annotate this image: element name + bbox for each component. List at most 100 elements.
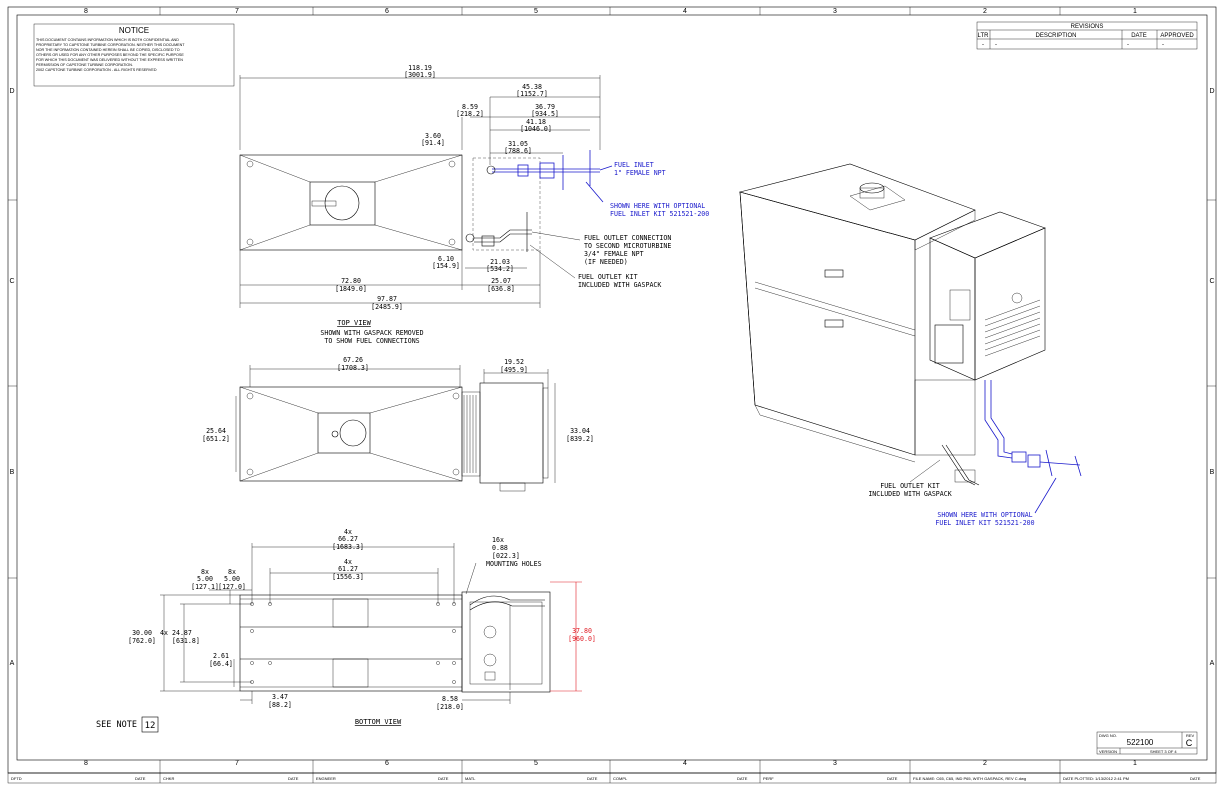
- zone-top-7: 7: [235, 8, 239, 15]
- zone-top-5: 5: [534, 8, 538, 15]
- zone-top-4: 4: [683, 8, 687, 15]
- bottom-view-dimension-lines: [160, 543, 511, 704]
- dim-inlet-offset: 45.38: [522, 83, 542, 91]
- dim-hole-edge-1-mm: [127.1]: [191, 583, 219, 591]
- notice-line: FOR WHICH THIS DOCUMENT WAS DELIVERED WI…: [36, 58, 183, 62]
- top-view: 118.19 [3001.9] 45.38 [1152.7] 8.59 [218…: [239, 64, 709, 345]
- dim-gaspack-width: 33.04: [570, 427, 590, 435]
- dim-gaspack-depth-mm: [495.9]: [500, 366, 528, 374]
- rev-cell: -: [995, 42, 997, 48]
- fuel-outlet-kit-label: INCLUDED WITH GASPACK: [578, 281, 661, 289]
- fuel-inlet-size: 1" FEMALE NPT: [614, 169, 666, 177]
- dim-body-width: 67.26: [343, 356, 363, 364]
- zone-right-a: A: [1210, 660, 1215, 667]
- footer-strip: DFTD DATE CHKR DATE ENGNEER DATE MATL DA…: [7, 772, 1217, 784]
- dim-qty: 4x: [344, 558, 352, 566]
- iso-optional-kit-number: FUEL INLET KIT 521521-200: [935, 519, 1034, 527]
- dim-gaspack-offset-mm: [218.0]: [436, 703, 464, 711]
- dim-outlet-x: 21.03: [490, 258, 510, 266]
- notice-line: THIS DOCUMENT CONTAINS INFORMATION WHICH…: [36, 38, 179, 42]
- dim-valve-offset-mm: [788.6]: [504, 147, 532, 155]
- gaspack-view-dimension-lines: [235, 365, 556, 483]
- see-note-label: SEE NOTE: [96, 720, 137, 730]
- top-view-exhaust-duct: [324, 185, 360, 221]
- dim-body-width-mm: [1708.3]: [337, 364, 369, 372]
- dim-hole-span-inner-mm: [1556.3]: [332, 573, 364, 581]
- dim-hole-row-span: 24.87: [172, 629, 192, 637]
- dim-inlet-y: 8.59: [462, 103, 478, 111]
- dim-hole-row-span-mm: [631.8]: [172, 637, 200, 645]
- zone-right-b: B: [1210, 469, 1215, 476]
- fuel-outlet-connection-label: (IF NEEDED): [584, 258, 628, 266]
- rev-label: REV: [1186, 733, 1195, 738]
- dim-inlet-run-mm: [934.5]: [531, 110, 559, 118]
- dim-gaspack-offset: 8.58: [442, 695, 458, 703]
- zone-bottom-1: 1: [1133, 760, 1137, 767]
- zone-bottom-6: 6: [385, 760, 389, 767]
- dim-outlet-x-mm: [534.2]: [486, 265, 514, 273]
- dim-hole-edge-1: 5.00: [197, 575, 213, 583]
- revisions-table: REVISIONS LTR DESCRIPTION DATE APPROVED …: [976, 21, 1198, 50]
- iso-fuel-outlet-kit-label: INCLUDED WITH GASPACK: [868, 490, 951, 498]
- sheet-border: 8 7 6 5 4 3 2 1 8 7 6 5 4 3 2 1 D C B A …: [7, 6, 1217, 774]
- zone-bottom-3: 3: [833, 760, 837, 767]
- footer-field: DATE: [887, 776, 898, 781]
- sheet-number: SHEET 3 OF 4: [1150, 749, 1177, 754]
- dim-outlet-y: 6.10: [438, 255, 454, 263]
- dim-qty: 4x: [344, 528, 352, 536]
- bottom-view-title: BOTTOM VIEW: [355, 718, 402, 726]
- dim-hole-span-outer-mm: [1683.3]: [332, 543, 364, 551]
- dim-body-length-mm: [1849.0]: [335, 285, 367, 293]
- dim-inlet-run: 36.79: [535, 103, 555, 111]
- fuel-outlet-kit-top: [465, 212, 532, 252]
- mounting-holes-label: MOUNTING HOLES: [486, 560, 542, 568]
- zone-top-6: 6: [385, 8, 389, 15]
- optional-kit-label: SHOWN HERE WITH OPTIONAL: [610, 202, 705, 210]
- footer-field: DATE: [737, 776, 748, 781]
- dim-hole-edge-2-mm: [127.0]: [218, 583, 246, 591]
- dim-hole-inset: 2.61: [213, 652, 229, 660]
- gaspack-outline: [472, 157, 541, 251]
- dim-hole-edge-2: 5.00: [224, 575, 240, 583]
- dim-gaspack-depth: 19.52: [504, 358, 524, 366]
- fuel-inlet-label: FUEL INLET: [614, 161, 654, 169]
- dim-skid-offset: 3.47: [272, 693, 288, 701]
- top-view-subtitle: TO SHOW FUEL CONNECTIONS: [324, 337, 419, 345]
- dim-hole-inset-mm: [66.4]: [209, 660, 233, 668]
- dim-qty: 4x: [160, 629, 168, 637]
- dim-gaspack-height-mm: [960.0]: [568, 635, 596, 643]
- dim-hole-span-outer: 66.27: [338, 535, 358, 543]
- dim-gaspack-height: 37.80: [572, 627, 592, 635]
- iso-optional-kit-label: SHOWN HERE WITH OPTIONAL: [937, 511, 1032, 519]
- dim-hole-diameter-mm: [022.3]: [492, 552, 520, 560]
- notice-line: 2002 CAPSTONE TURBINE CORPORATION - ALL …: [36, 68, 157, 72]
- iso-fuel-outlet-kit-label: FUEL OUTLET KIT: [880, 482, 940, 490]
- footer-field: DATE: [438, 776, 449, 781]
- fuel-outlet-kit-label: FUEL OUTLET KIT: [578, 273, 638, 281]
- rev-letter: C: [1186, 738, 1193, 748]
- dim-body-width: 30.00: [132, 629, 152, 637]
- footer-field: COMPL: [613, 776, 628, 781]
- zone-top-1: 1: [1133, 8, 1137, 15]
- zone-right-c: C: [1209, 278, 1214, 285]
- footer-field: CHKR: [163, 776, 174, 781]
- dim-overall-length: 118.19: [408, 64, 432, 72]
- fuel-outlet-connection-label: FUEL OUTLET CONNECTION: [584, 234, 671, 242]
- notice-line: PERMISSION OF CAPSTONE TURBINE CORPORATI…: [36, 63, 133, 67]
- rev-header-approved: APPROVED: [1160, 33, 1194, 39]
- notice-box: NOTICE THIS DOCUMENT CONTAINS INFORMATIO…: [33, 23, 235, 87]
- dim-hole-span-inner: 61.27: [338, 565, 358, 573]
- dim-body-depth-mm: [651.2]: [202, 435, 230, 443]
- dim-body-width-mm: [762.0]: [128, 637, 156, 645]
- zone-bottom-8: 8: [84, 760, 88, 767]
- footer-field: DFTD: [11, 776, 22, 781]
- rev-header-description: DESCRIPTION: [1035, 33, 1076, 39]
- zone-bottom-4: 4: [683, 760, 687, 767]
- notice-line: OTHERS OR USED FOR ANY OTHER PURPOSES BE…: [36, 53, 184, 57]
- see-note-number: 12: [145, 721, 156, 731]
- optional-kit-number: FUEL INLET KIT 521521-200: [610, 210, 709, 218]
- footer-date-plotted: DATE PLOTTED: 1/13/2012 2:41 PM: [1063, 776, 1129, 781]
- dwg-no: 522100: [1127, 738, 1154, 747]
- dim-inlet-side: 3.60: [425, 132, 441, 140]
